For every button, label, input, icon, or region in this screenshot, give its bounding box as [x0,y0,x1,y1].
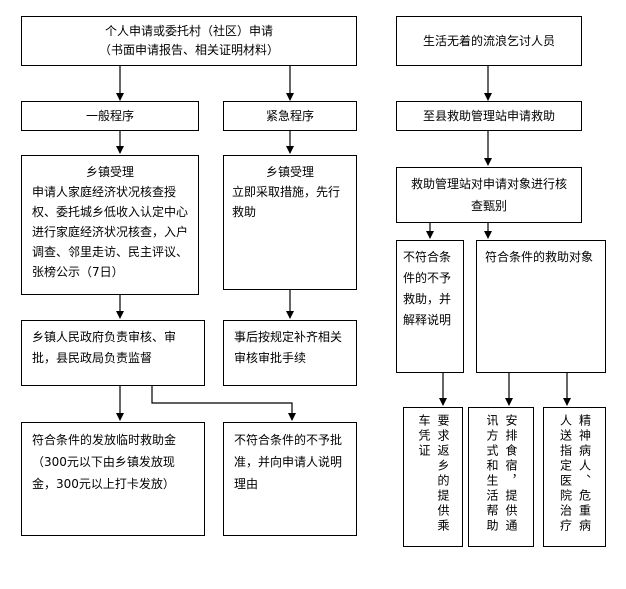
town-general-body: 申请人家庭经济状况核查授权、委托城乡低收入认定中心进行家庭经济状况核查，入户调查… [32,185,189,279]
arrange-text: 安排食宿，提供通讯方式和生活帮助 [485,414,518,534]
supplement-text: 事后按规定补齐相关审核审批手续 [234,330,343,365]
town-urgent-body: 立即采取措施，先行救助 [232,185,341,219]
return-home-text: 要求返乡的提供乘车凭证 [417,414,450,534]
arrow-review-to-reject [151,385,296,421]
review-text: 乡镇人民政府负责审核、审批，县民政局负责监督 [32,330,177,365]
eligible-box: 符合条件的救助对象 [476,240,606,373]
arrange-box: 安排食宿，提供通讯方式和生活帮助 [468,407,534,547]
homeless-box: 生活无着的流浪乞讨人员 [396,16,582,66]
homeless-text: 生活无着的流浪乞讨人员 [422,33,555,48]
not-eligible-text: 不符合条件的不予救助，并解释说明 [403,250,452,327]
reject-text: 不符合条件的不予批准，并向申请人说明理由 [234,433,343,491]
station-apply-box: 至县救助管理站申请救助 [396,101,582,131]
town-general-title: 乡镇受理 [85,165,134,179]
urgent-procedure-label: 紧急程序 [265,108,314,123]
urgent-procedure-box: 紧急程序 [223,101,357,131]
town-general-box: 乡镇受理 申请人家庭经济状况核查授权、委托城乡低收入认定中心进行家庭经济状况核查… [21,155,199,295]
reject-box: 不符合条件的不予批准，并向申请人说明理由 [223,422,357,536]
general-procedure-label: 一般程序 [85,108,134,123]
return-home-box: 要求返乡的提供乘车凭证 [403,407,463,547]
station-apply-text: 至县救助管理站申请救助 [422,108,555,123]
apply-line2: （书面申请报告、相关证明材料） [98,43,279,57]
hospital-text: 精神病人、危重病人送指定医院治疗 [558,414,592,534]
verify-text: 救助管理站对申请对象进行核查甄别 [410,177,567,213]
not-eligible-box: 不符合条件的不予救助，并解释说明 [396,240,464,373]
hospital-box: 精神病人、危重病人送指定医院治疗 [543,407,606,547]
apply-box: 个人申请或委托村（社区）申请 （书面申请报告、相关证明材料） [21,16,357,66]
town-urgent-box: 乡镇受理 立即采取措施，先行救助 [223,155,357,290]
verify-box: 救助管理站对申请对象进行核查甄别 [396,167,582,223]
grant-box: 符合条件的发放临时救助金（300元以下由乡镇发放现金，300元以上打卡发放） [21,422,205,536]
town-urgent-title: 乡镇受理 [265,165,314,179]
review-box: 乡镇人民政府负责审核、审批，县民政局负责监督 [21,320,205,386]
eligible-text: 符合条件的救助对象 [485,250,594,264]
apply-line1: 个人申请或委托村（社区）申请 [104,24,273,38]
general-procedure-box: 一般程序 [21,101,199,131]
grant-text: 符合条件的发放临时救助金（300元以下由乡镇发放现金，300元以上打卡发放） [32,433,177,491]
supplement-box: 事后按规定补齐相关审核审批手续 [223,320,357,386]
